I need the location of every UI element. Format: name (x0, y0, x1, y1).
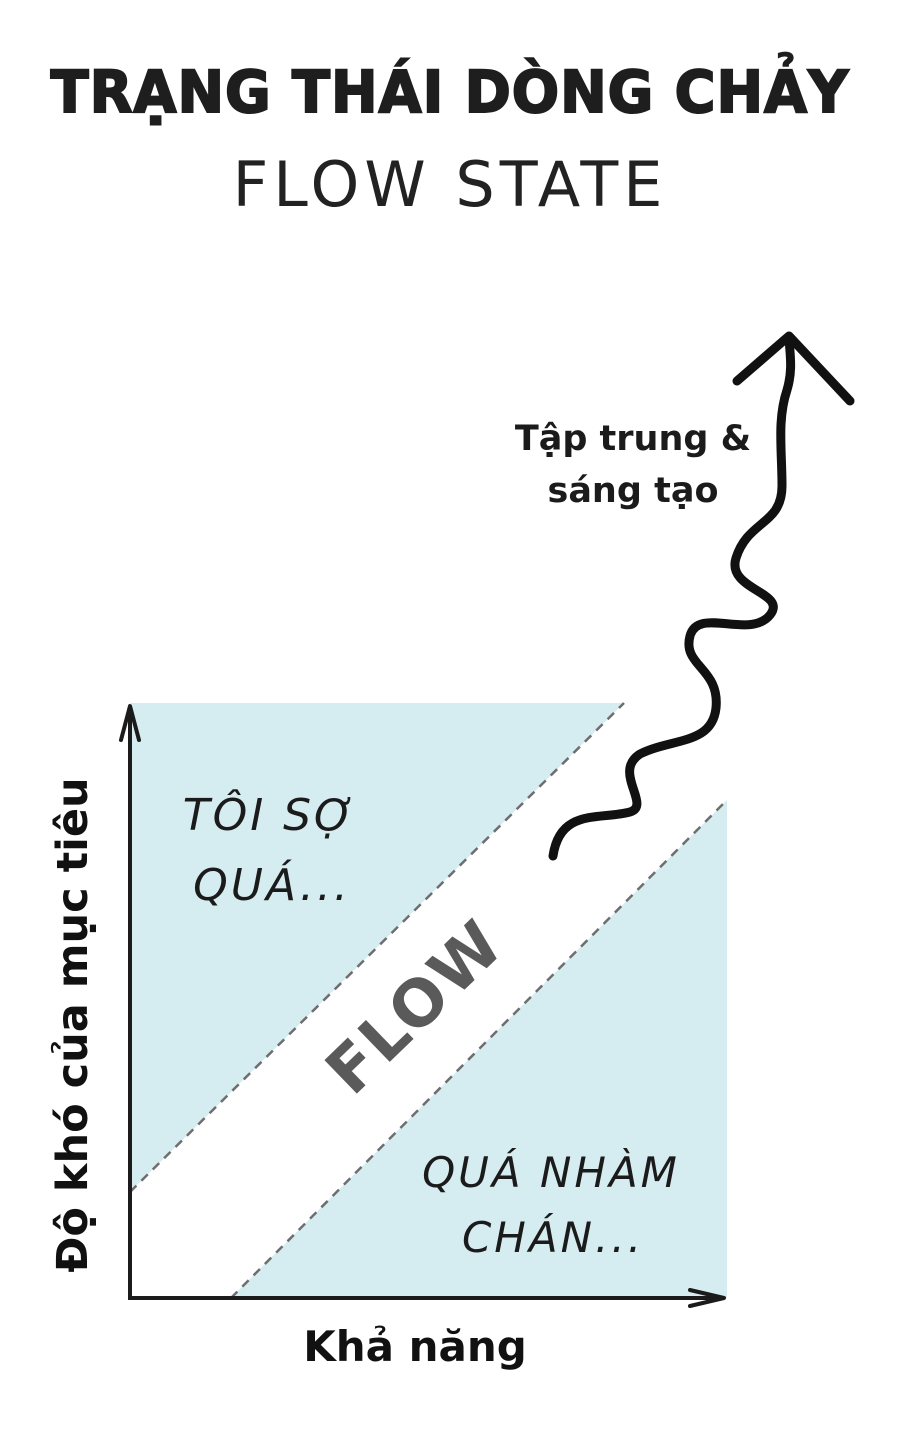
x-axis-arrowhead-icon (688, 1288, 726, 1308)
wavy-arrow-head-icon (732, 331, 855, 406)
y-axis-label: Độ khó của mục tiêu (48, 777, 98, 1272)
upper-dashed-boundary (129, 702, 625, 1193)
wavy-arrow-line (548, 333, 796, 861)
boredom-zone-label-line2: CHÁN... (462, 1212, 644, 1262)
anxiety-zone-label-line1: TÔI SỢ (183, 788, 358, 841)
subtitle: FLOW STATE (232, 148, 668, 221)
title: TRẠNG THÁI DÒNG CHẢY (50, 57, 850, 127)
arrow-label-line2: sáng tạo (547, 471, 718, 511)
boredom-zone (231, 800, 727, 1298)
anxiety-zone (130, 703, 624, 1192)
y-axis-arrowhead-icon (119, 704, 141, 742)
arrow-label-line1: Tập trung & (515, 419, 751, 459)
x-axis-label: Khả năng (303, 1322, 527, 1371)
anxiety-zone-label-line2: QUÁ... (193, 858, 351, 911)
boredom-zone-label-line1: QUÁ NHÀM (422, 1147, 680, 1197)
lower-dashed-boundary (230, 799, 728, 1299)
